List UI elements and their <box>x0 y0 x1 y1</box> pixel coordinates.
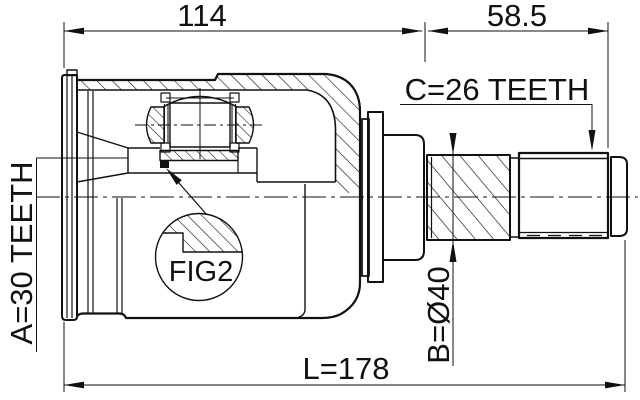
dimension-58-5: 58.5 <box>428 0 609 148</box>
dim-58-5-text: 58.5 <box>487 0 547 33</box>
dimension-l178: L=178 <box>63 240 626 392</box>
tulip-contour-line <box>297 184 306 319</box>
dim-l178-text: L=178 <box>302 351 389 386</box>
tripod-bearing <box>135 88 266 173</box>
dim-114-text: 114 <box>177 0 226 33</box>
dimension-114: 114 <box>63 0 426 68</box>
a-spline-text: A=30 TEETH <box>4 162 39 345</box>
roller-right <box>235 106 255 144</box>
shaft-tip-cap <box>610 156 628 237</box>
roller-left <box>145 106 165 144</box>
retainer-cap <box>229 92 240 103</box>
b-diameter-text: B=Ø40 <box>421 266 456 363</box>
fig2-detail-callout: FIG2 <box>154 168 244 302</box>
end-spline-section <box>517 151 610 240</box>
label-a-spline: A=30 TEETH <box>4 157 128 352</box>
fig2-groove-hatch <box>155 213 243 252</box>
c-spline-text: C=26 TEETH <box>405 72 590 107</box>
arrowhead-left <box>428 27 448 35</box>
dimension-b-diameter: B=Ø40 <box>421 133 457 366</box>
arrowhead-left <box>64 27 84 35</box>
arrowhead-bottom <box>449 240 457 262</box>
c-arrowhead <box>588 130 596 151</box>
inner-taper-upper <box>76 131 129 149</box>
housing-outer-profile <box>76 72 362 320</box>
spider-arm-hatch <box>160 150 238 161</box>
fig2-label: FIG2 <box>169 256 233 288</box>
fig2-groove-detail <box>155 213 243 253</box>
boot-flange <box>61 74 78 321</box>
arrowhead-right <box>588 27 608 35</box>
c-leader <box>400 104 593 131</box>
arrowhead-right <box>402 27 422 35</box>
retainer-cap <box>160 92 171 103</box>
inner-taper-lower <box>76 172 129 183</box>
snap-ring <box>160 160 169 168</box>
boot-clamp-bump <box>66 69 78 77</box>
roller-left-hatch <box>146 107 164 143</box>
arrowhead-left <box>64 381 84 389</box>
housing-inner-wall <box>77 89 337 182</box>
spline-sleeve <box>127 147 258 182</box>
shaft-collar <box>382 134 425 261</box>
fig2-leader-arrowhead <box>166 168 182 185</box>
fig2-groove-edges <box>155 232 243 253</box>
arrowhead-right <box>605 381 625 389</box>
a-leader <box>36 157 128 352</box>
housing-outline <box>61 69 362 321</box>
housing-section-hatch <box>79 74 360 193</box>
label-c-spline: C=26 TEETH <box>400 72 596 151</box>
arrowhead-top <box>449 133 457 155</box>
spider-arm <box>159 149 239 162</box>
